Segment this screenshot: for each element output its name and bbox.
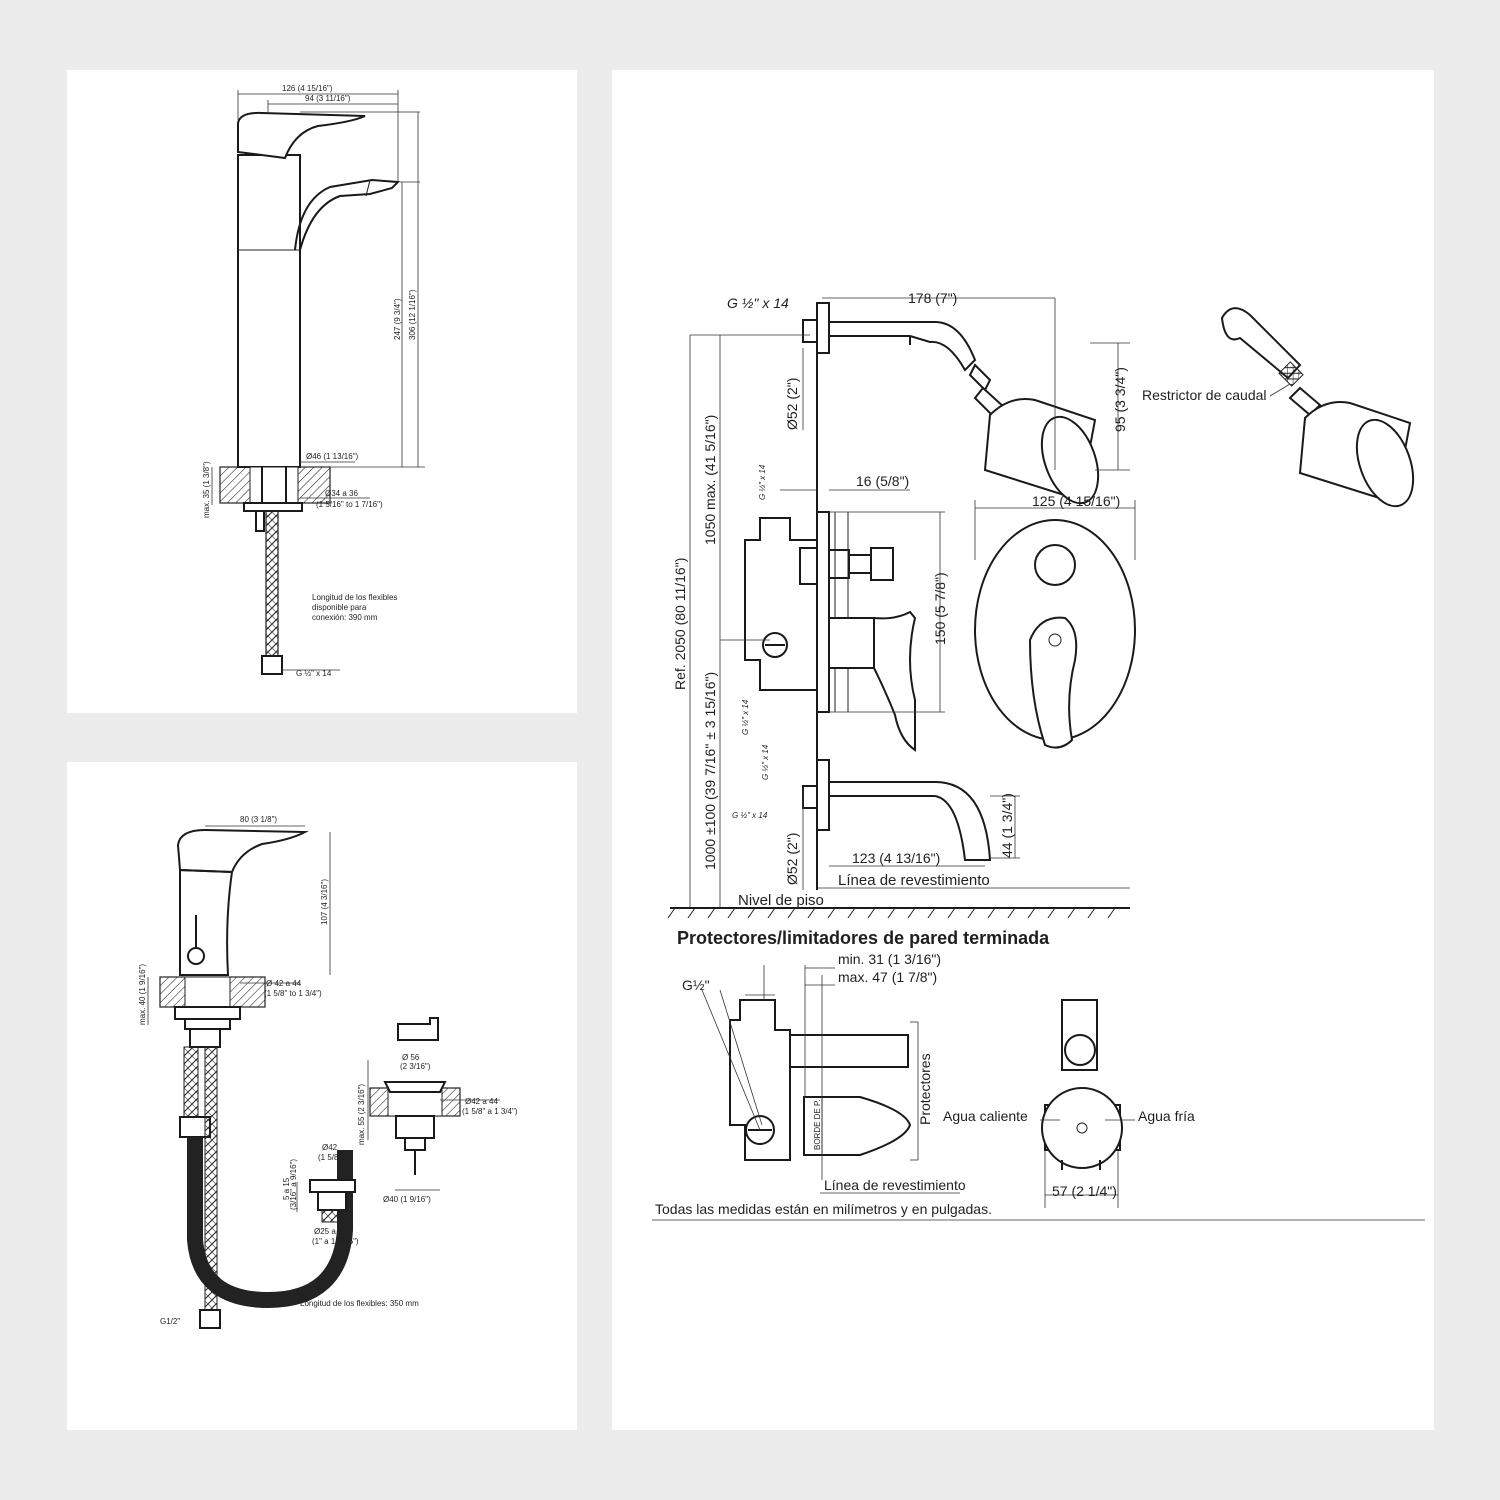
- dim-max-thickness-short: max. 40 (1 9/16"): [138, 964, 147, 1025]
- thread-spout: G ½" x 14: [732, 811, 768, 820]
- protector-max: max. 47 (1 7/8"): [838, 969, 937, 985]
- dim-hole: Ø34 a 36: [325, 489, 358, 498]
- flex-note-short: Longitud de los flexibles: 350 mm: [300, 1299, 419, 1308]
- protector-line: Línea de revestimiento: [824, 1177, 966, 1193]
- thread-short: G1/2": [160, 1317, 180, 1326]
- shower-drawing: [652, 297, 1425, 1221]
- thread-mid-2: G ½" x 14: [741, 699, 750, 735]
- head-drop: 95 (3 3/4"): [1112, 367, 1128, 432]
- dim-height: 107 (4 3/16"): [320, 879, 329, 925]
- dim-hole-short-in: (1 5/8" to 1 3/4"): [264, 989, 322, 998]
- thread-label: G ½" x 14: [296, 669, 332, 678]
- panel-shower: [612, 70, 1434, 1430]
- cap-d42-in: (1 5/8"): [318, 1153, 344, 1162]
- finish-line-label: Línea de revestimiento: [838, 872, 990, 889]
- drain-d40: Ø40 (1 9/16"): [383, 1195, 431, 1204]
- flex-note-3: conexión: 390 mm: [312, 613, 378, 622]
- arm-length: 178 (7"): [908, 290, 957, 306]
- basin-short-drawing: [147, 825, 500, 1329]
- flex-note-1: Longitud de los flexibles: [312, 593, 397, 602]
- floor-level-label: Nivel de piso: [738, 892, 824, 909]
- cap-d42: Ø42: [322, 1143, 338, 1152]
- cap-d25-in: (1" a 1 1/16"): [312, 1237, 359, 1246]
- h-1000: 1000 ±100 (39 7/16" ± 3 15/16"): [702, 672, 718, 870]
- protector-min: min. 31 (1 3/16"): [838, 951, 941, 967]
- dim-hole-short: Ø 42 a 44: [266, 979, 302, 988]
- cap-range: 5 a 15: [282, 1177, 291, 1200]
- spout-drop: 44 (1 3/4"): [999, 793, 1015, 858]
- h-2050: Ref. 2050 (80 11/16"): [672, 558, 688, 690]
- d52-bottom: Ø52 (2"): [784, 833, 800, 885]
- protector-thread: G½": [682, 977, 710, 993]
- thread-mid-1: G ½" x 14: [758, 464, 767, 500]
- drain-d56-in: (2 3/16"): [400, 1062, 431, 1071]
- protector-edge: BORDE DE P.: [813, 1099, 822, 1150]
- dim-height-total: 306 (12 1/16"): [408, 289, 417, 340]
- panel-basin-short: [67, 762, 577, 1430]
- hot-water-label: Agua caliente: [943, 1108, 1028, 1124]
- flex-note-2: disponible para: [312, 603, 367, 612]
- protector-label: Protectores: [917, 1053, 933, 1125]
- dim-base-diameter: Ø46 (1 13/16"): [306, 452, 359, 461]
- basin-tall-drawing: [211, 90, 425, 675]
- spout-length: 123 (4 13/16"): [852, 850, 940, 866]
- drain-hole-in: (1 5/8" a 1 3/4"): [462, 1107, 518, 1116]
- depth-16: 16 (5/8"): [856, 473, 909, 489]
- dim-width-spout: 94 (3 11/16"): [305, 94, 351, 103]
- d52-top: Ø52 (2"): [784, 378, 800, 430]
- plate-height: 150 (5 7/8"): [932, 572, 948, 645]
- dim-width-total: 126 (4 15/16"): [282, 84, 333, 93]
- panel-basin-tall: [67, 70, 577, 713]
- h-1050: 1050 max. (41 5/16"): [702, 415, 718, 545]
- cold-water-label: Agua fría: [1138, 1108, 1195, 1124]
- cap-range-in: (3/16" a 9/16"): [289, 1159, 298, 1210]
- section-title: Protectores/limitadores de pared termina…: [677, 928, 1050, 948]
- drain-hole: Ø42 a 44: [465, 1097, 498, 1106]
- thread-mid-3: G ½" x 14: [761, 744, 770, 780]
- spacing-label: 57 (2 1/4"): [1052, 1183, 1117, 1199]
- drain-max55: max. 55 (2 3/16"): [357, 1084, 366, 1145]
- footnote: Todas las medidas están en milímetros y …: [655, 1201, 992, 1217]
- drain-d56: Ø 56: [402, 1053, 420, 1062]
- thread-top: G ½" x 14: [727, 295, 789, 311]
- dim-max-thickness: max. 35 (1 3/8"): [202, 461, 211, 518]
- dim-height-spout: 247 (9 3/4"): [393, 298, 402, 340]
- restrictor-label: Restrictor de caudal: [1142, 387, 1267, 403]
- cap-d25: Ø25 a 27: [314, 1227, 347, 1236]
- dim-spout: 80 (3 1/8"): [240, 815, 277, 824]
- plate-width: 125 (4 15/16"): [1032, 493, 1120, 509]
- dim-hole-in: (1 5/16" to 1 7/16"): [316, 500, 383, 509]
